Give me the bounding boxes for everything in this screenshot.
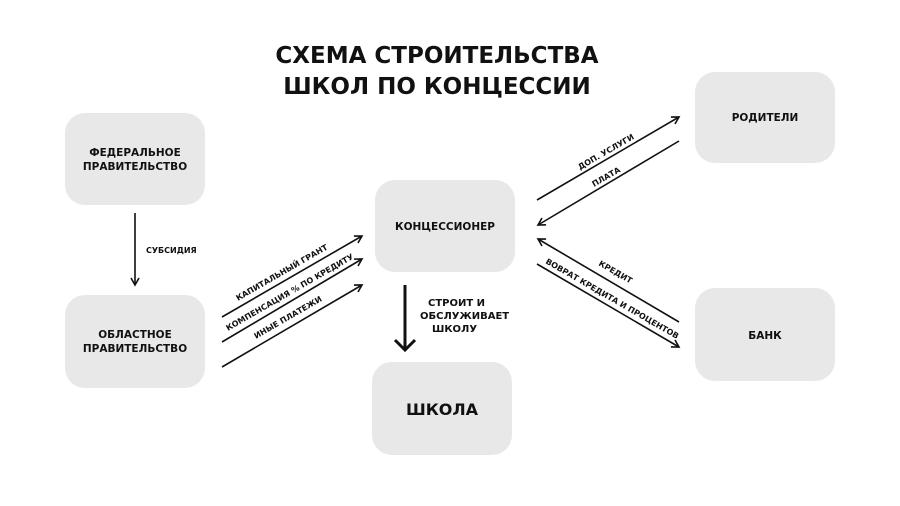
node-school: ШКОЛА	[372, 362, 512, 455]
edge-label-builds-line3: ШКОЛУ	[432, 324, 477, 335]
edge-label-subsidy: СУБСИДИЯ	[146, 246, 197, 255]
arrow-repayment	[536, 263, 681, 348]
edge-label-extra-services: ДОП. УСЛУГИ	[577, 132, 636, 171]
node-label: ОБЛАСТНОЕ	[98, 329, 172, 341]
node-label: БАНК	[748, 330, 782, 342]
arrow-payment	[536, 140, 680, 226]
node-bank: БАНК	[695, 288, 835, 381]
edge-label-builds-line1: СТРОИТ И	[428, 298, 485, 309]
diagram-title-line1: СХЕМА СТРОИТЕЛЬСТВА	[275, 43, 598, 69]
edge-label-builds-line2: ОБСЛУЖИВАЕТ	[420, 311, 509, 322]
node-label: КОНЦЕССИОНЕР	[395, 221, 495, 233]
node-label: РОДИТЕЛИ	[732, 112, 799, 124]
edge-label-credit: КРЕДИТ	[597, 259, 634, 286]
node-concessioner: КОНЦЕССИОНЕР	[375, 180, 515, 272]
node-label: ФЕДЕРАЛЬНОЕ	[89, 147, 181, 159]
arrow-credit	[536, 238, 680, 323]
arrow-other-payments	[221, 284, 364, 368]
arrow-extra-services	[536, 116, 681, 201]
node-label: ПРАВИТЕЛЬСТВО	[83, 161, 187, 173]
arrow-capital-grant	[221, 235, 364, 318]
node-federal-government: ФЕДЕРАЛЬНОЕ ПРАВИТЕЛЬСТВО	[65, 113, 205, 205]
diagram-title-line2: ШКОЛ ПО КОНЦЕССИИ	[283, 74, 591, 100]
node-label: ШКОЛА	[406, 400, 479, 419]
node-label: ПРАВИТЕЛЬСТВО	[83, 343, 187, 355]
node-regional-government: ОБЛАСТНОЕ ПРАВИТЕЛЬСТВО	[65, 295, 205, 388]
arrow-credit-compensation	[221, 258, 364, 343]
node-parents: РОДИТЕЛИ	[695, 72, 835, 163]
